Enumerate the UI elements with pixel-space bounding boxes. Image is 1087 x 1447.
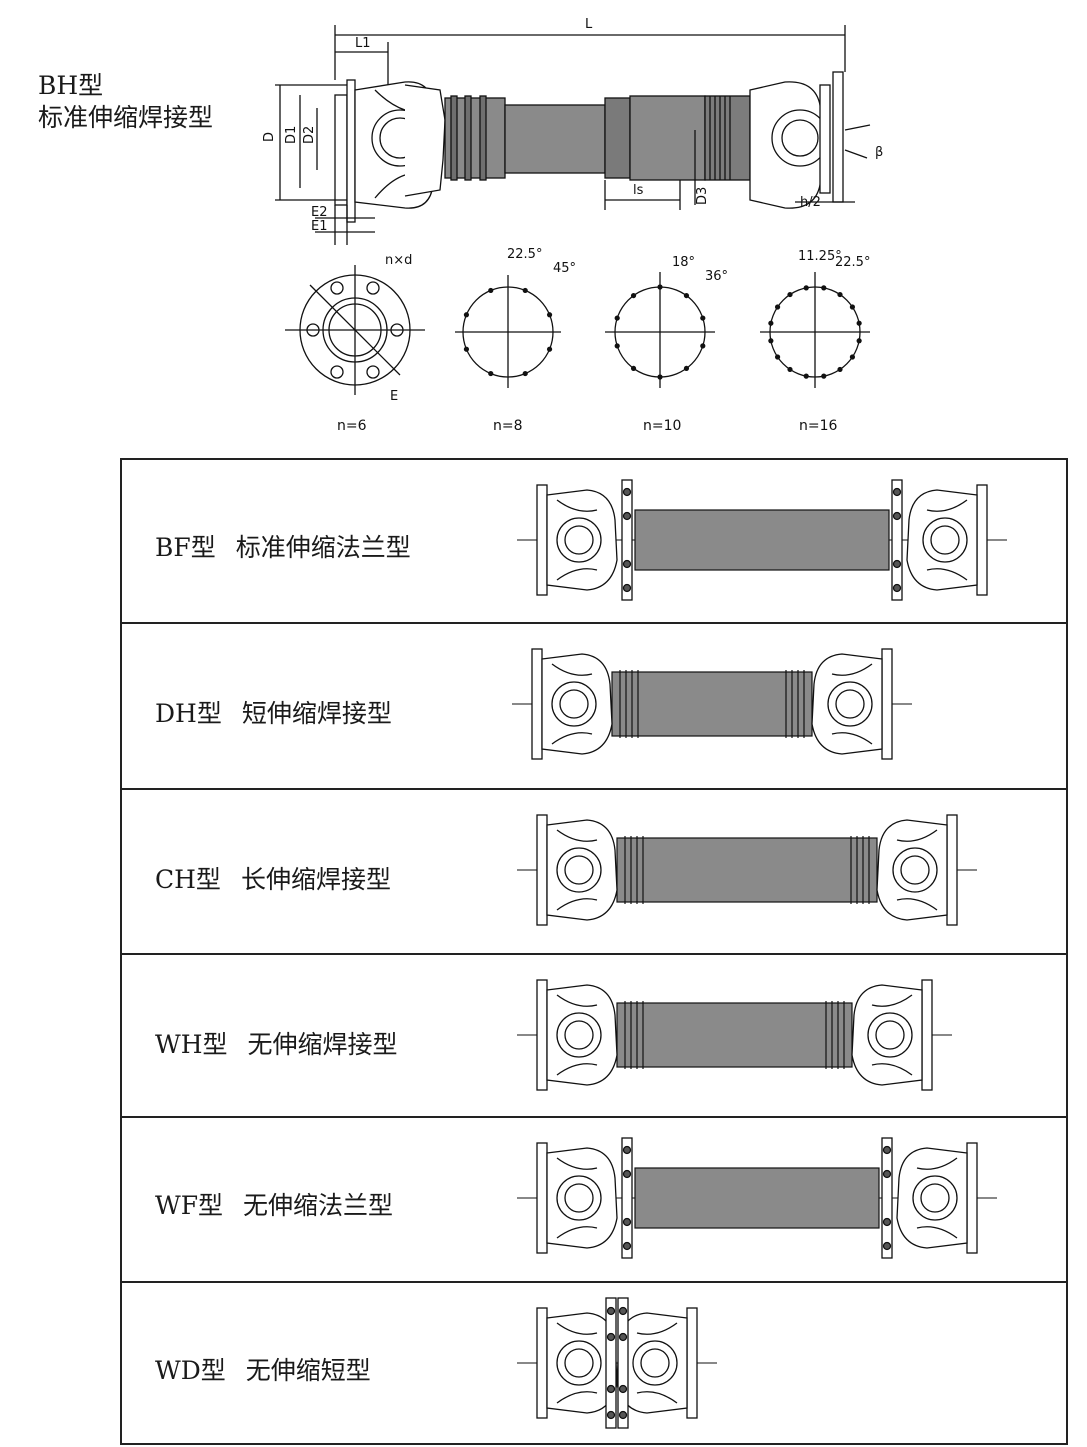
bolt-mark	[803, 285, 809, 291]
pattern-label-n8: n=8	[493, 418, 523, 434]
type-row-bf: BF型标准伸缩法兰型	[122, 460, 1066, 624]
bh-type-code: BH型	[38, 71, 104, 100]
dim-D: D	[262, 132, 277, 142]
type-name: 标准伸缩法兰型	[235, 533, 411, 562]
dim-E2: E2	[311, 205, 328, 220]
type-code: WH型	[155, 1030, 228, 1059]
bolt-mark	[683, 292, 690, 299]
bh-shaft-drawing: L L1 D D1 D2 E2 E1 ls D3 h/2 β n×d E 22.…	[262, 17, 883, 434]
type-row-wd: WD型无伸缩短型	[122, 1283, 1066, 1443]
dim-nd: n×d	[385, 253, 412, 268]
bolt-mark	[787, 291, 793, 298]
dh-shaft-drawing	[512, 648, 912, 760]
bolt-mark	[837, 291, 843, 298]
bolt-mark	[787, 366, 793, 373]
bolt-mark	[700, 315, 706, 321]
bolt-mark	[849, 304, 856, 310]
bolt-mark	[614, 315, 620, 321]
dim-D1: D1	[284, 126, 299, 144]
bolt-mark	[614, 343, 620, 349]
bolt-mark	[849, 354, 856, 360]
dim-L: L	[585, 17, 593, 32]
bolt-mark	[463, 312, 470, 318]
angle-10b: 36°	[705, 269, 728, 284]
dim-h2: h/2	[800, 195, 821, 210]
type-label-wh: WH型无伸缩焊接型	[155, 1025, 398, 1061]
bf-shaft-drawing	[517, 479, 1007, 601]
bolt-mark	[856, 320, 862, 326]
bolt-mark	[821, 285, 827, 291]
pattern-label-n10: n=10	[643, 418, 681, 434]
wh-shaft-drawing	[517, 979, 952, 1091]
bolt-mark	[683, 365, 690, 372]
wf-shaft-drawing	[517, 1137, 997, 1259]
type-label-wf: WF型无伸缩法兰型	[155, 1186, 393, 1222]
bolt-mark	[700, 343, 706, 349]
bolt-mark	[546, 346, 553, 352]
type-label-bf: BF型标准伸缩法兰型	[155, 528, 411, 564]
dim-ls: ls	[633, 183, 644, 198]
bolt-mark	[837, 366, 843, 373]
type-row-wh: WH型无伸缩焊接型	[122, 955, 1066, 1118]
bolt-mark	[821, 373, 827, 379]
pattern-label-n16: n=16	[799, 418, 838, 434]
bolt-mark	[522, 287, 528, 294]
bolt-mark	[657, 374, 663, 380]
type-code: BF型	[155, 533, 216, 562]
pattern-label-n6: n=6	[337, 418, 367, 434]
angle-8a: 22.5°	[507, 247, 542, 262]
dim-E: E	[390, 389, 398, 404]
type-name: 短伸缩焊接型	[241, 699, 392, 728]
bolt-mark	[546, 312, 553, 318]
type-name: 长伸缩焊接型	[240, 865, 391, 894]
bolt-mark	[630, 365, 637, 372]
type-name: 无伸缩短型	[245, 1356, 371, 1385]
bolt-mark	[488, 287, 494, 294]
dim-D3: D3	[695, 187, 710, 205]
angle-16a: 11.25°	[798, 249, 842, 264]
bolt-mark	[774, 354, 781, 360]
angle-8b: 45°	[553, 261, 576, 276]
type-label-dh: DH型短伸缩焊接型	[155, 694, 392, 730]
type-code: CH型	[155, 865, 221, 894]
bh-type-name: 标准伸缩焊接型	[38, 103, 214, 132]
bolt-mark	[630, 292, 637, 299]
bolt-mark	[657, 284, 663, 290]
dim-D2: D2	[302, 126, 317, 144]
angle-10a: 18°	[672, 255, 695, 270]
dim-beta: β	[875, 145, 883, 160]
type-code: DH型	[155, 699, 222, 728]
types-table: BF型标准伸缩法兰型 DH型短伸缩焊接型 CH型长伸缩焊接型 WH型无伸缩焊接型…	[120, 458, 1068, 1445]
dim-E1: E1	[311, 219, 328, 234]
bolt-mark	[488, 370, 494, 377]
wd-shaft-drawing	[517, 1297, 717, 1429]
bolt-mark	[803, 373, 809, 379]
type-name: 无伸缩焊接型	[247, 1030, 398, 1059]
bolt-mark	[522, 370, 528, 377]
type-label-wd: WD型无伸缩短型	[155, 1351, 371, 1387]
bh-type-label: BH型 标准伸缩焊接型	[38, 70, 213, 134]
type-name: 无伸缩法兰型	[243, 1191, 394, 1220]
bolt-mark	[768, 338, 774, 344]
bolt-mark	[463, 346, 470, 352]
dim-L1: L1	[355, 36, 371, 51]
angle-16b: 22.5°	[835, 255, 870, 270]
type-row-wf: WF型无伸缩法兰型	[122, 1118, 1066, 1283]
bolt-mark	[768, 320, 774, 326]
ch-shaft-drawing	[517, 814, 977, 926]
type-row-ch: CH型长伸缩焊接型	[122, 790, 1066, 955]
bolt-mark	[774, 304, 781, 310]
type-code: WD型	[155, 1356, 226, 1385]
bolt-mark	[856, 338, 862, 344]
type-code: WF型	[155, 1191, 224, 1220]
type-row-dh: DH型短伸缩焊接型	[122, 624, 1066, 790]
type-label-ch: CH型长伸缩焊接型	[155, 860, 391, 896]
